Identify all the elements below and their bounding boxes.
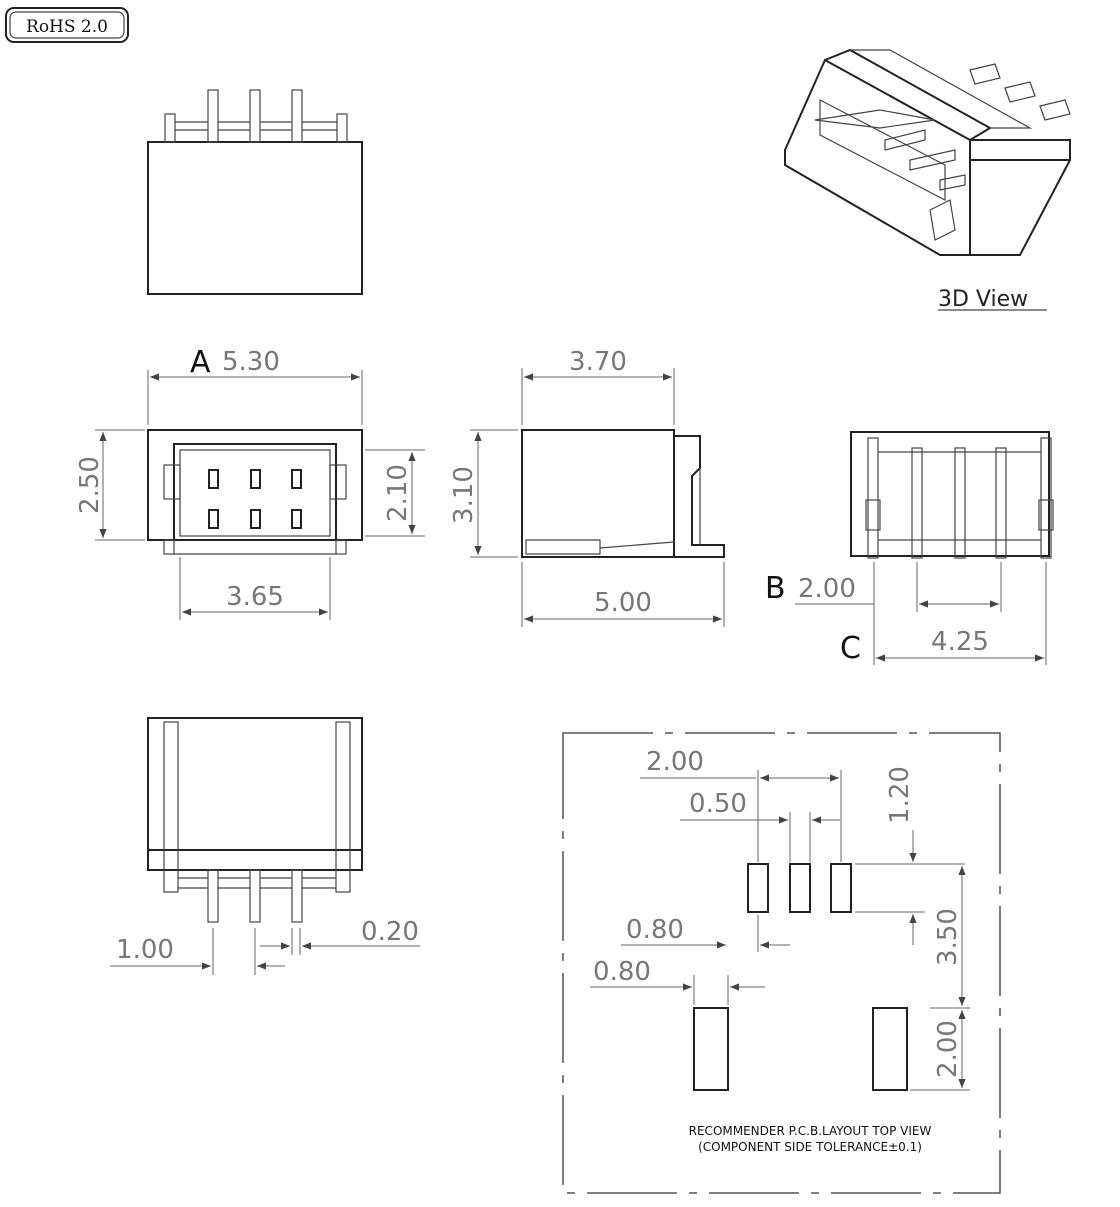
pcb-note-line1: RECOMMENDER P.C.B.LAYOUT TOP VIEW	[689, 1124, 932, 1138]
dim-text-3-10: 3.10	[449, 466, 479, 524]
front-view	[147, 429, 363, 555]
dim-text-pcb-0-80-a: 0.80	[626, 915, 684, 945]
contact-row-lower	[208, 509, 302, 529]
dim-text-0-20: 0.20	[361, 917, 419, 947]
dim-5-00: 5.00	[521, 562, 725, 627]
dim-text-pcb-0-50: 0.50	[689, 789, 747, 819]
dim-text-c-4-25: 4.25	[931, 627, 989, 657]
signal-pads	[747, 863, 852, 913]
3d-view: 3D View	[784, 48, 1071, 312]
dim-text-5-30: 5.30	[222, 347, 280, 377]
dim-text-pcb-3-50: 3.50	[933, 908, 963, 966]
3d-view-label: 3D View	[938, 287, 1028, 312]
dim-3-65: 3.65	[179, 557, 331, 620]
dim-text-pcb-1-20: 1.20	[885, 766, 915, 824]
rohs-badge: RoHS 2.0	[5, 7, 129, 43]
pcb-note-line2: (COMPONENT SIDE TOLERANCE±0.1)	[698, 1140, 922, 1154]
dim-text-pcb-2-00: 2.00	[646, 747, 704, 777]
dim-2-10: 2.10	[365, 449, 425, 537]
dim-text-3-70: 3.70	[569, 347, 627, 377]
rohs-label: RoHS 2.0	[26, 17, 108, 37]
mount-pads	[693, 1007, 908, 1091]
dim-0-20: 0.20	[260, 917, 420, 955]
dim-2-50: 2.50	[75, 429, 145, 541]
label-b: B	[765, 571, 786, 606]
dim-1-00: 1.00	[110, 928, 285, 975]
dim-text-3-65: 3.65	[226, 582, 284, 612]
dim-3-10: 3.10	[449, 429, 518, 558]
dim-text-pcb-2-00-side: 2.00	[933, 1020, 963, 1078]
dim-text-b-2-00: 2.00	[798, 574, 856, 604]
dim-text-pcb-0-80-b: 0.80	[593, 957, 651, 987]
label-a: A	[190, 345, 211, 380]
label-c: C	[840, 631, 861, 666]
top-view	[147, 89, 363, 295]
dim-b-2-00: B 2.00	[765, 562, 1002, 612]
pcb-layout: 2.00 0.50 1.20 3.50 2.00 0.80 0.80 RECOM	[562, 732, 1001, 1194]
dim-c-4-25: C 4.25	[840, 562, 1047, 666]
dim-text-5-00: 5.00	[594, 588, 652, 618]
side-view	[521, 429, 725, 558]
dim-5-30: A 5.30	[147, 345, 363, 425]
dim-text-2-10: 2.10	[383, 464, 413, 522]
dim-text-2-50: 2.50	[75, 456, 105, 514]
contact-row-upper	[208, 469, 302, 489]
bottom-view	[850, 431, 1054, 559]
dim-3-70: 3.70	[521, 347, 675, 425]
dim-text-1-00: 1.00	[116, 935, 174, 965]
rear-view	[147, 717, 363, 923]
